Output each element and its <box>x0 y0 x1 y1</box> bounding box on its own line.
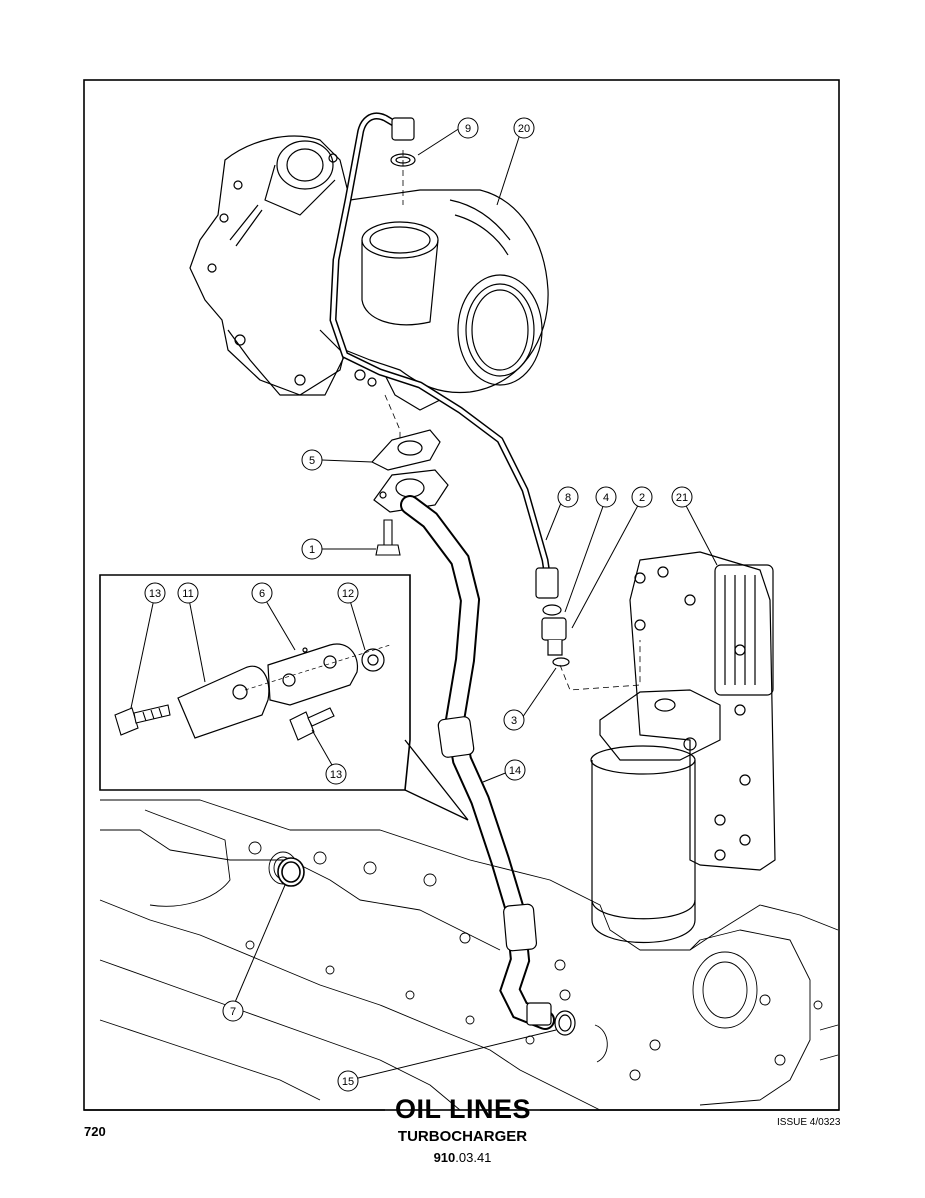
oil-filter-housing <box>590 551 776 943</box>
engine-block <box>99 799 839 1111</box>
callout-12: 12 <box>337 582 359 604</box>
svg-text:9: 9 <box>465 123 471 135</box>
page-number: 720 <box>84 1124 106 1139</box>
svg-text:2: 2 <box>639 492 645 504</box>
svg-text:21: 21 <box>676 492 688 504</box>
svg-text:20: 20 <box>518 123 530 135</box>
detail-inset <box>99 574 469 821</box>
drain-hose <box>437 716 538 952</box>
callout-14: 14 <box>504 759 526 781</box>
callout-5: 5 <box>301 449 323 471</box>
fitting-lower <box>535 567 570 667</box>
section-number: 910.03.41 <box>380 1150 545 1165</box>
svg-text:8: 8 <box>565 492 571 504</box>
section-number-rest: .03.41 <box>455 1150 492 1165</box>
oil-drain-tube <box>400 495 555 1030</box>
page-title: OIL LINES <box>394 1094 532 1124</box>
callout-9: 9 <box>457 117 479 139</box>
issue-label: ISSUE 4/0323 <box>777 1117 841 1128</box>
page-subtitle: TURBOCHARGER <box>397 1128 528 1145</box>
callout-4: 4 <box>595 486 617 508</box>
callout-13-bottom: 13 <box>325 763 347 785</box>
callout-15: 15 <box>337 1070 359 1092</box>
svg-text:11: 11 <box>182 588 193 600</box>
svg-text:7: 7 <box>230 1006 236 1018</box>
oil-feed-line <box>329 112 552 584</box>
svg-text:13: 13 <box>149 588 161 600</box>
bolt-1 <box>375 519 401 556</box>
gasket-set <box>371 429 449 513</box>
fitting-top <box>390 117 416 167</box>
drain-fitting <box>526 1002 576 1036</box>
callout-2: 2 <box>631 486 653 508</box>
svg-text:5: 5 <box>309 455 315 467</box>
svg-text:12: 12 <box>342 588 354 600</box>
svg-text:14: 14 <box>509 765 521 777</box>
callout-3: 3 <box>503 709 525 731</box>
o-ring-7 <box>277 857 305 887</box>
callout-6: 6 <box>251 582 273 604</box>
callout-7: 7 <box>222 1000 244 1022</box>
callout-13-top: 13 <box>144 582 166 604</box>
callout-20: 20 <box>513 117 535 139</box>
svg-text:6: 6 <box>259 588 265 600</box>
callout-11: 11 <box>177 582 199 604</box>
diagram-frame <box>83 79 840 1111</box>
callout-8: 8 <box>557 486 579 508</box>
svg-text:1: 1 <box>309 544 315 556</box>
svg-text:15: 15 <box>342 1076 354 1088</box>
center-lines <box>384 150 641 691</box>
callout-21: 21 <box>671 486 693 508</box>
section-number-bold: 910 <box>433 1150 456 1165</box>
svg-text:3: 3 <box>511 715 517 727</box>
svg-text:13: 13 <box>330 769 342 781</box>
leader-lines <box>130 127 718 1081</box>
callout-1: 1 <box>301 538 323 560</box>
callouts: 9 20 5 1 8 4 2 21 3 14 7 15 13 11 6 12 1… <box>144 117 693 1092</box>
svg-text:4: 4 <box>603 492 609 504</box>
